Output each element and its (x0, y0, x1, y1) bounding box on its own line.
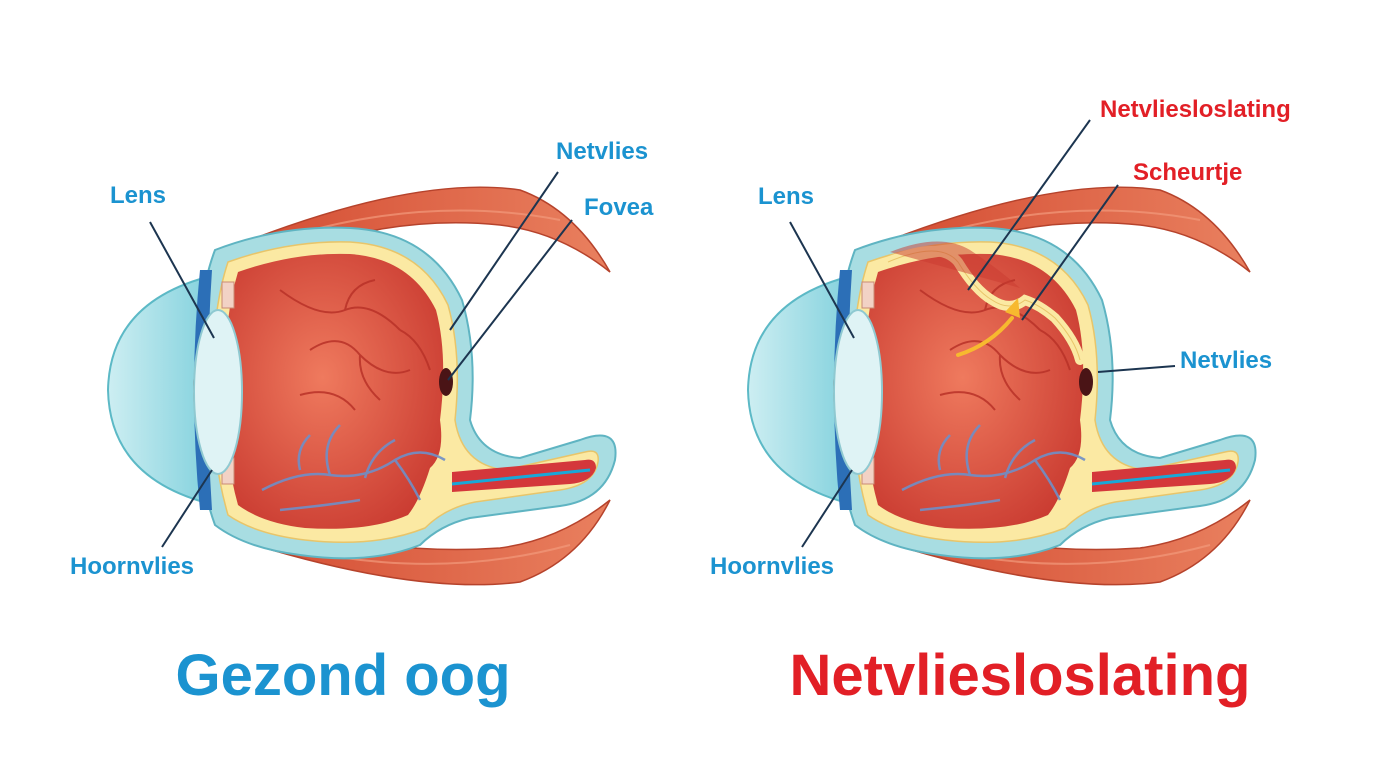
detached-labels: Lens Hoornvlies Netvlies Netvliesloslati… (710, 96, 1291, 708)
label-detachment: Netvliesloslating (1100, 96, 1291, 123)
tear-arrow (956, 316, 1014, 357)
fovea-spot (439, 368, 453, 396)
label-lens: Lens (110, 182, 166, 209)
label-tear: Scheurtje (1133, 159, 1242, 186)
label-cornea: Hoornvlies (710, 553, 834, 580)
label-cornea: Hoornvlies (70, 553, 194, 580)
healthy-eye-illustration (106, 185, 618, 587)
label-fovea: Fovea (584, 194, 654, 221)
label-retina: Netvlies (556, 138, 648, 165)
label-lens: Lens (758, 183, 814, 210)
label-retina: Netvlies (1180, 347, 1272, 374)
fovea-spot (1079, 368, 1093, 396)
detached-title: Netvliesloslating (790, 643, 1251, 708)
healthy-leader-lines (149, 171, 573, 548)
healthy-title: Gezond oog (175, 643, 510, 708)
detached-leader-lines (789, 119, 1176, 548)
healthy-labels: Lens Hoornvlies Netvlies Fovea Gezond oo… (70, 138, 654, 708)
detached-eye-illustration (746, 185, 1258, 587)
